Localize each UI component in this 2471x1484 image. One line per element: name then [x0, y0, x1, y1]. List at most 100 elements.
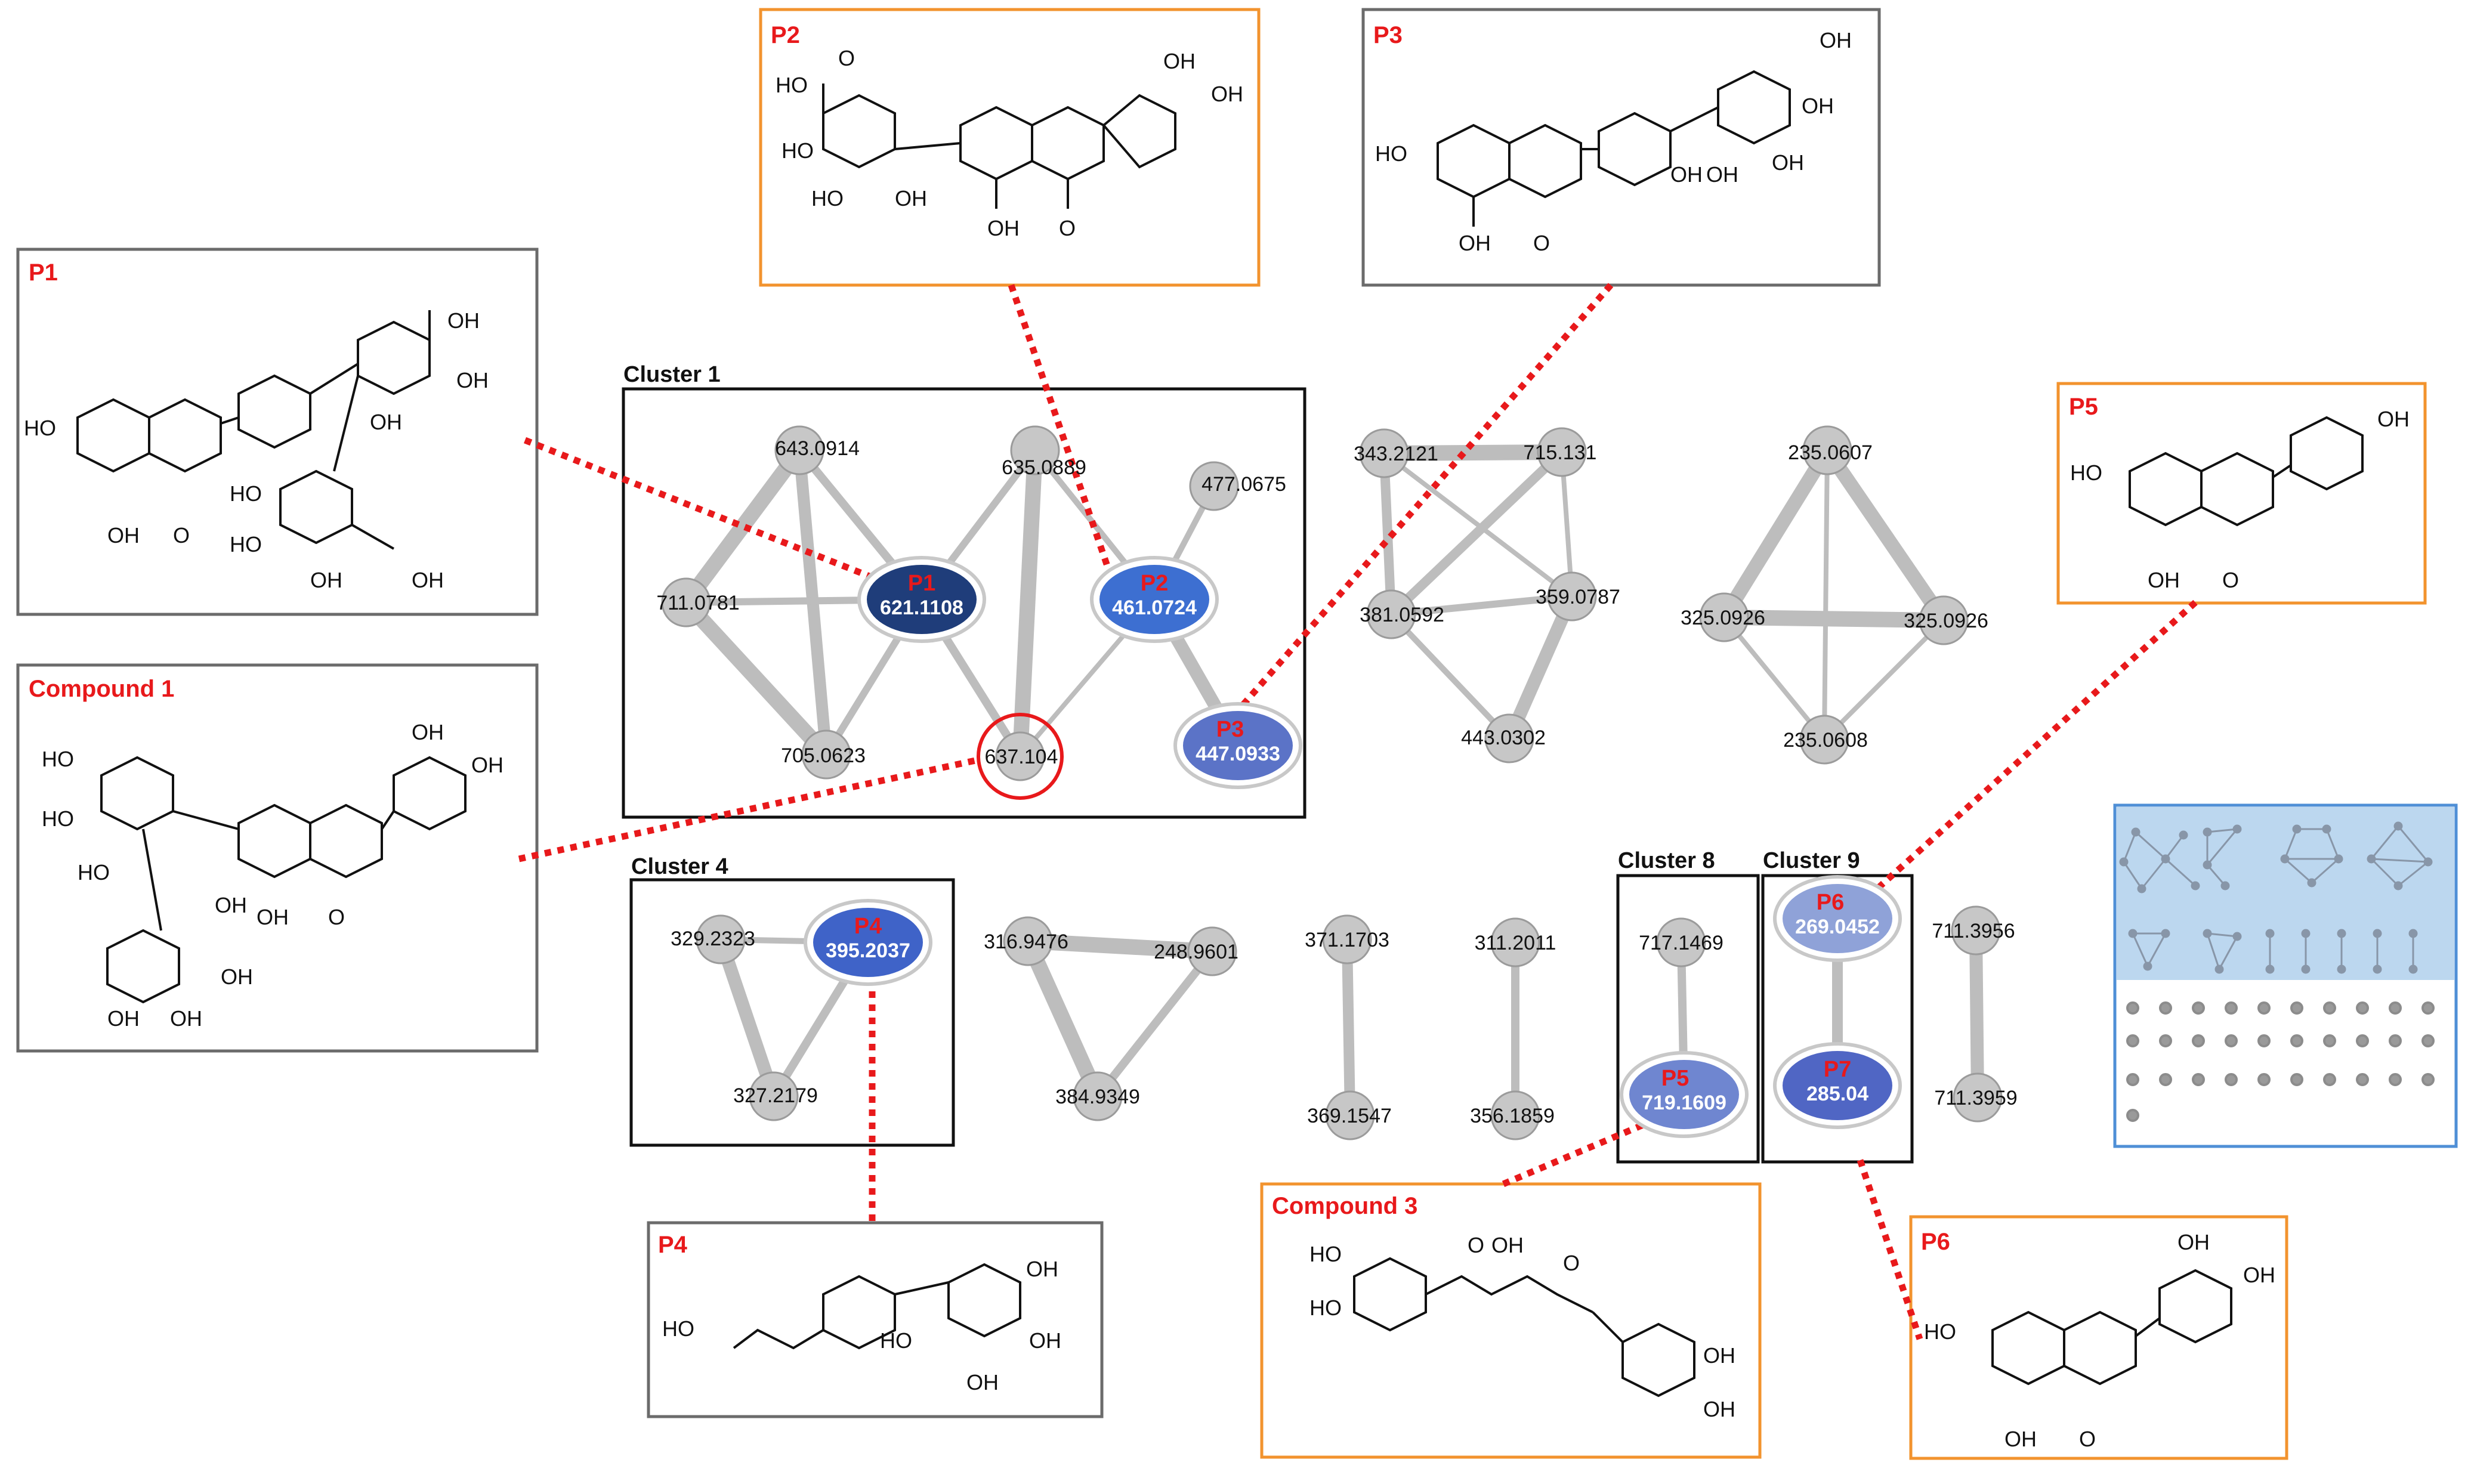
node-235-b[interactable]	[1799, 715, 1849, 765]
oh-label: OH	[2148, 568, 2180, 592]
node-mz: 447.0933	[1196, 743, 1280, 765]
node-248[interactable]	[1187, 926, 1237, 976]
node-p7[interactable]: P7 285.04	[1773, 1042, 1902, 1129]
node-label: 248.9601	[1154, 941, 1238, 963]
node-mz: 395.2037	[826, 939, 910, 962]
overview-singletons	[2126, 1001, 2435, 1122]
node-label: 717.1469	[1639, 932, 1723, 954]
node-label: 705.0623	[781, 744, 866, 767]
node-label: 343.2121	[1354, 443, 1438, 465]
oh-label: O	[1563, 1251, 1580, 1275]
oh-label: OH	[471, 753, 504, 777]
node-label: 711.3956	[1932, 920, 2015, 942]
node-label: 327.2179	[733, 1084, 818, 1107]
oh-label: OH	[1820, 28, 1852, 52]
node-311[interactable]	[1490, 917, 1540, 967]
oh-label: OH	[2243, 1263, 2275, 1287]
oh-label: HO	[880, 1328, 912, 1353]
node-p5[interactable]: P5 719.1609	[1620, 1051, 1749, 1138]
node-tag: P5	[1661, 1066, 1689, 1091]
oh-label: O	[2079, 1427, 2096, 1451]
node-mz: 719.1609	[1642, 1092, 1726, 1114]
structure-box-title: Compound 1	[29, 676, 174, 702]
structure-box-p1: P1 HO OH O OH OH OH HO HO OH OH	[16, 248, 539, 616]
oh-label: O	[1059, 216, 1076, 240]
oh-label: O	[1533, 231, 1550, 255]
node-711-a[interactable]	[661, 577, 711, 627]
network-nodes	[661, 425, 2003, 1140]
oh-label: OH	[412, 720, 444, 744]
node-label: 643.0914	[775, 437, 860, 460]
oh-label: OH	[987, 216, 1020, 240]
node-359[interactable]	[1547, 571, 1597, 622]
oh-label: OH	[107, 1006, 140, 1031]
oh-label: HO	[662, 1316, 694, 1341]
node-643[interactable]	[774, 425, 824, 475]
node-label: 443.0302	[1461, 726, 1546, 749]
node-477[interactable]	[1189, 461, 1239, 511]
node-p2[interactable]: P2 461.0724	[1090, 556, 1219, 643]
structure-box-title: P5	[2069, 394, 2098, 420]
structure-box-title: P4	[658, 1232, 688, 1258]
oh-label: HO	[230, 481, 262, 506]
node-327[interactable]	[749, 1071, 799, 1121]
node-711-c[interactable]	[1953, 1072, 2003, 1123]
oh-label: HO	[811, 186, 844, 211]
node-p6[interactable]: P6 269.0452	[1773, 875, 1902, 962]
oh-label: OH	[221, 964, 253, 989]
node-label: 235.0607	[1788, 441, 1873, 464]
node-p3[interactable]: P3 447.0933	[1173, 702, 1302, 789]
oh-label: HO	[1375, 141, 1407, 166]
node-label: 325.0926	[1904, 610, 1988, 632]
node-316[interactable]	[1003, 916, 1053, 966]
structure-box-title: P2	[771, 22, 800, 48]
oh-label: OH	[215, 893, 247, 917]
structure-connectors	[518, 283, 2198, 1340]
node-325-a[interactable]	[1699, 592, 1749, 642]
oh-label: HO	[776, 73, 808, 97]
oh-label: O	[2222, 568, 2239, 592]
node-label: 711.3959	[1934, 1087, 2017, 1109]
node-356[interactable]	[1490, 1090, 1540, 1140]
structure-box-p5: P5 HO OH O OH	[2056, 382, 2427, 605]
oh-label: O	[1468, 1233, 1484, 1257]
glycoside-structure	[733, 1263, 1021, 1350]
node-label: 637.104	[985, 746, 1058, 768]
node-label: 356.1859	[1470, 1105, 1555, 1127]
oh-label: OH	[257, 905, 289, 929]
node-235-a[interactable]	[1802, 425, 1852, 475]
network-overview-panel[interactable]	[2113, 803, 2458, 1148]
diglucuronide-luteolin-structure	[100, 756, 467, 1004]
node-mz: 285.04	[1806, 1083, 1868, 1105]
node-p4[interactable]: P4 395.2037	[804, 899, 932, 986]
structure-box-title: P1	[29, 259, 58, 286]
node-329[interactable]	[696, 914, 746, 964]
node-711-b[interactable]	[1951, 905, 2001, 956]
node-369[interactable]	[1325, 1090, 1375, 1140]
node-635[interactable]	[1010, 425, 1060, 475]
node-443[interactable]	[1484, 713, 1534, 763]
oh-label: HO	[1309, 1296, 1342, 1320]
node-label: 477.0675	[1201, 473, 1286, 496]
node-343[interactable]	[1359, 428, 1409, 478]
node-label: 715.131	[1524, 441, 1597, 464]
node-label: 369.1547	[1307, 1105, 1392, 1127]
node-mz: 621.1108	[880, 596, 963, 619]
cluster-4-label: Cluster 4	[631, 854, 728, 879]
node-637[interactable]	[977, 713, 1064, 800]
node-mz: 269.0452	[1795, 916, 1880, 938]
oh-label: HO	[1309, 1242, 1342, 1266]
node-705[interactable]	[801, 729, 851, 780]
node-717[interactable]	[1656, 917, 1706, 967]
node-325-b[interactable]	[1919, 595, 1969, 645]
oh-label: OH	[1706, 162, 1738, 187]
node-p1[interactable]: P1 621.1108	[857, 556, 986, 643]
glucuronide-flavone-structure	[822, 84, 1176, 209]
structure-box-title: Compound 3	[1272, 1193, 1417, 1219]
node-label: 235.0608	[1783, 729, 1868, 752]
node-715[interactable]	[1537, 427, 1587, 477]
node-384[interactable]	[1073, 1071, 1123, 1121]
node-381[interactable]	[1366, 589, 1416, 639]
oh-label: OH	[1163, 49, 1196, 73]
node-371[interactable]	[1322, 914, 1372, 964]
